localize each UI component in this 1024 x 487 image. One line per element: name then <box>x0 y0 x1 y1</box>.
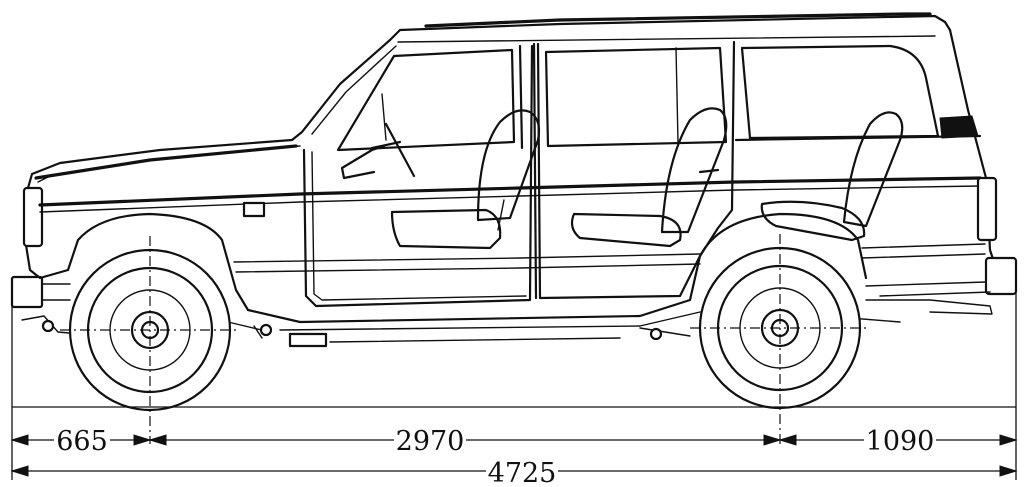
overall-length-label: 4725 <box>488 458 557 487</box>
front-bumper <box>10 275 44 309</box>
front-seat-back <box>476 109 541 222</box>
rear-bumper <box>984 256 1018 296</box>
vehicle-body <box>10 12 1018 348</box>
sill <box>246 298 692 324</box>
quarter-window <box>740 44 940 140</box>
roof-rack <box>424 12 932 28</box>
front-door <box>302 44 534 308</box>
rear-overhang-label: 1090 <box>866 426 935 457</box>
rear-door <box>536 40 736 300</box>
taillight <box>976 176 998 242</box>
rear-seat-cushion <box>760 200 866 242</box>
front-overhang-label: 665 <box>56 426 108 457</box>
windshield <box>290 38 392 142</box>
rear-door-window <box>544 46 728 148</box>
middle-seat-cushion <box>570 212 682 248</box>
rear-seat-back <box>842 111 904 228</box>
body-stripe <box>38 176 982 207</box>
middle-seat-back <box>660 107 728 234</box>
front-window <box>336 48 516 152</box>
rear-wheel-arch <box>688 212 868 302</box>
exhaust <box>288 332 328 348</box>
side-mirror <box>340 144 386 180</box>
seats <box>370 107 904 250</box>
fuel-cap <box>242 201 266 218</box>
roof-line <box>388 14 952 42</box>
steering-wheel <box>370 122 416 178</box>
door-handle <box>698 168 720 174</box>
headlight <box>22 186 44 248</box>
front-seat-cushion <box>390 208 502 250</box>
front-wheel-arch <box>38 212 250 312</box>
hood <box>26 138 294 190</box>
wheelbase-label: 2970 <box>396 426 465 457</box>
